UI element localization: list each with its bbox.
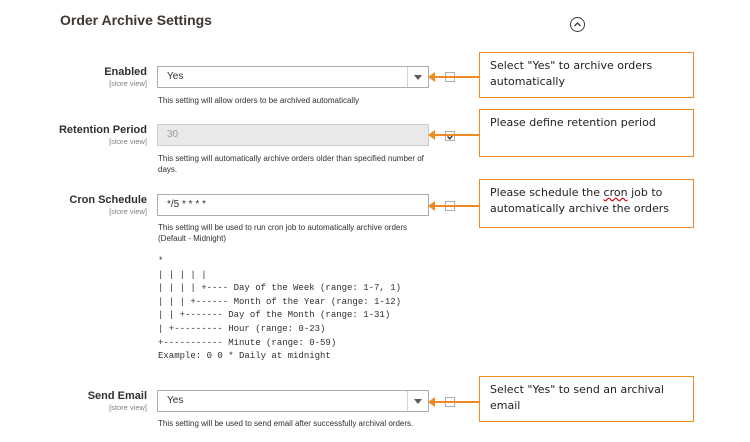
cron-format-diagram: * | | | | | | | | | +---- Day of the Wee… [158, 256, 402, 362]
enabled-callout: Select "Yes" to archive orders automatic… [479, 52, 694, 98]
chevron-down-icon[interactable] [407, 67, 428, 87]
cron-note: This setting will be used to run cron jo… [158, 223, 408, 243]
enabled-select[interactable]: Yes [157, 66, 429, 88]
cron-callout-text-end: job to automatically archive the orders [490, 186, 669, 215]
enabled-select-value: Yes [167, 71, 184, 82]
retention-use-default-checkbox[interactable] [445, 131, 455, 141]
cron-schedule-value: */5 * * * * [167, 199, 206, 210]
send-email-scope: [store view] [109, 403, 147, 412]
retention-period-placeholder: 30 [167, 129, 179, 140]
enabled-label-block: Enabled [store view] [0, 66, 147, 88]
enabled-label: Enabled [104, 66, 147, 78]
cron-scope: [store view] [109, 207, 147, 216]
enabled-callout-arrow [428, 72, 479, 82]
retention-label: Retention Period [58, 124, 147, 136]
section-title: Order Archive Settings [60, 12, 212, 28]
send-email-callout: Select "Yes" to send an archival email [479, 376, 694, 422]
send-email-callout-arrow [428, 397, 479, 407]
enabled-note: This setting will allow orders to be arc… [158, 96, 359, 105]
send-email-select[interactable]: Yes [157, 390, 429, 412]
cron-callout-spellcheck-word: cron [603, 186, 628, 199]
retention-scope: [store view] [109, 137, 147, 146]
cron-callout: Please schedule the cron job to automati… [479, 179, 694, 228]
chevron-up-icon[interactable] [570, 17, 585, 32]
retention-note: This setting will automatically archive … [158, 154, 424, 174]
send-email-note: This setting will be used to send email … [158, 419, 414, 428]
enabled-scope: [store view] [109, 79, 147, 88]
cron-schedule-input[interactable]: */5 * * * * [157, 194, 429, 216]
cron-callout-arrow [428, 201, 479, 211]
send-email-label-block: Send Email [store view] [0, 390, 147, 412]
send-email-select-value: Yes [167, 395, 184, 406]
chevron-down-icon[interactable] [407, 391, 428, 411]
cron-label: Cron Schedule [69, 194, 147, 206]
retention-callout: Please define retention period [479, 109, 694, 157]
retention-label-block: Retention Period [store view] [0, 124, 147, 146]
cron-callout-text-start: Please schedule the [490, 186, 604, 199]
retention-callout-arrow [428, 130, 479, 140]
send-email-label: Send Email [87, 390, 147, 402]
retention-period-input[interactable]: 30 [157, 124, 429, 146]
cron-label-block: Cron Schedule [store view] [0, 194, 147, 216]
